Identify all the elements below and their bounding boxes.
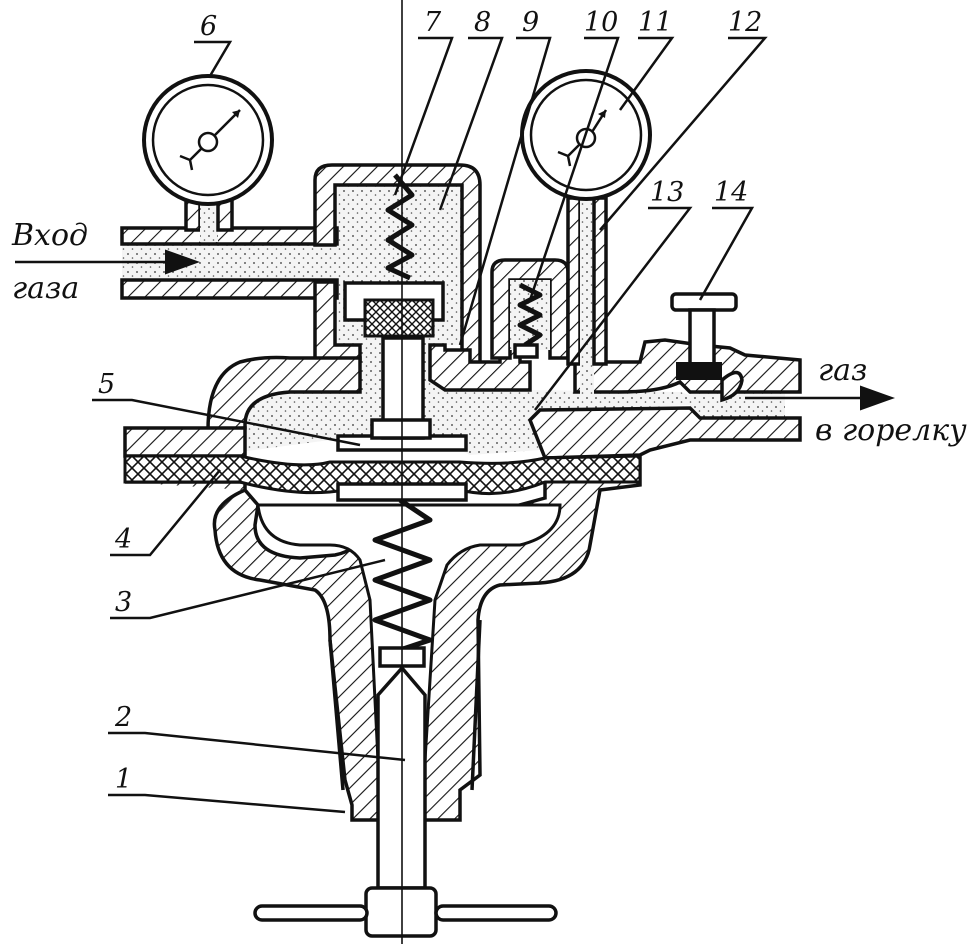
- outlet-label-line2: в горелку: [815, 413, 967, 448]
- relief-valve: [490, 258, 570, 360]
- adjusting-screw: [253, 646, 558, 938]
- part-number-5: 5: [98, 369, 115, 400]
- part-number-4: 4: [114, 524, 132, 555]
- gauge-tube-left: [184, 198, 234, 242]
- part-number-6: 6: [200, 11, 217, 42]
- outlet-label-line1: газ: [818, 353, 867, 388]
- valve-assembly: [343, 281, 445, 440]
- inlet-label-line2: газа: [12, 271, 79, 306]
- diaphragm: [123, 454, 642, 496]
- part-number-9: 9: [522, 7, 539, 38]
- part-number-8: 8: [474, 7, 491, 38]
- part-number-10: 10: [584, 7, 618, 38]
- part-number-3: 3: [115, 587, 132, 618]
- part-number-7: 7: [424, 7, 442, 38]
- leader-lines: [92, 36, 768, 814]
- part-number-1: 1: [115, 764, 132, 795]
- gauge-tube-right: [566, 196, 608, 394]
- inlet-pressure-gauge: [142, 74, 274, 206]
- part-number-14: 14: [714, 177, 748, 208]
- inlet-label-line1: Вход: [11, 218, 88, 253]
- part-numbers: 1 2 3 4 5 6 7 8 9 10 11 12 13 14: [98, 7, 762, 795]
- upper-spring: [385, 173, 415, 281]
- main-spring: [372, 497, 433, 653]
- part-number-13: 13: [650, 177, 684, 208]
- part-number-2: 2: [114, 702, 132, 733]
- part-number-12: 12: [728, 7, 762, 38]
- part-number-11: 11: [638, 7, 672, 38]
